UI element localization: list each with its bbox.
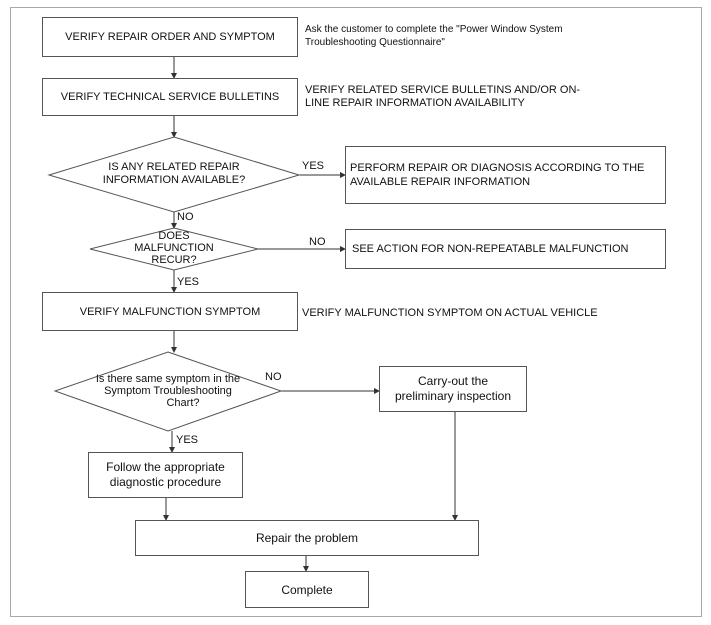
yes-label-symptom: YES — [176, 434, 199, 446]
repair-problem-text: Repair the problem — [255, 531, 359, 545]
questionnaire-note-1: Ask the customer to complete the "Power … — [305, 24, 563, 35]
repair-info-question: IS ANY RELATED REPAIR INFORMATION AVAILA… — [74, 161, 274, 187]
carry-out-text-2: preliminary inspection — [394, 389, 512, 403]
symptom-question-3: Chart? — [166, 397, 200, 409]
bulletins-note: VERIFY RELATED SERVICE BULLETINS AND/OR … — [305, 84, 580, 110]
no-label-symptom: NO — [265, 371, 282, 383]
decision-symptom-diamond — [53, 351, 283, 432]
yes-label-recur: YES — [177, 276, 200, 288]
questionnaire-note: Ask the customer to complete the "Power … — [305, 23, 563, 49]
repair-info-question-2: INFORMATION AVAILABLE? — [102, 174, 246, 186]
actual-vehicle-note-text: VERIFY MALFUNCTION SYMPTOM ON ACTUAL VEH… — [302, 307, 598, 319]
recur-question-2: MALFUNCTION — [134, 242, 214, 254]
symptom-question: Is there same symptom in the Symptom Tro… — [68, 373, 268, 409]
complete-text: Complete — [281, 582, 333, 597]
verify-malfunction-text: VERIFY MALFUNCTION SYMPTOM — [79, 305, 261, 318]
actual-vehicle-note: VERIFY MALFUNCTION SYMPTOM ON ACTUAL VEH… — [302, 307, 598, 320]
perform-repair-box: PERFORM REPAIR OR DIAGNOSIS ACCORDING TO… — [345, 146, 666, 204]
no-label-recur: NO — [309, 236, 326, 248]
yes-label-repair-info: YES — [302, 160, 325, 172]
verify-repair-order-box: VERIFY REPAIR ORDER AND SYMPTOM — [42, 17, 298, 57]
repair-info-question-1: IS ANY RELATED REPAIR — [108, 161, 240, 173]
complete-box: Complete — [245, 571, 369, 608]
perform-repair-text-1: PERFORM REPAIR OR DIAGNOSIS ACCORDING TO… — [350, 162, 645, 174]
perform-repair-text-2: AVAILABLE REPAIR INFORMATION — [350, 176, 531, 188]
bulletins-note-1: VERIFY RELATED SERVICE BULLETINS AND/OR … — [305, 84, 581, 96]
symptom-question-1: Is there same symptom in the — [95, 373, 241, 385]
no-label-repair-info: NO — [177, 211, 194, 223]
see-action-text: SEE ACTION FOR NON-REPEATABLE MALFUNCTIO… — [352, 243, 629, 255]
decision-repair-info-diamond — [47, 136, 301, 213]
recur-question-1: DOES — [158, 230, 190, 242]
preliminary-inspection-box: Carry-out the preliminary inspection — [379, 366, 527, 412]
follow-procedure-text-2: diagnostic procedure — [109, 475, 222, 489]
recur-question-3: RECUR? — [151, 254, 197, 266]
diagnostic-procedure-box: Follow the appropriate diagnostic proced… — [88, 452, 243, 498]
recur-question: DOES MALFUNCTION RECUR? — [114, 230, 234, 266]
carry-out-text-1: Carry-out the — [417, 374, 489, 388]
verify-malfunction-box: VERIFY MALFUNCTION SYMPTOM — [42, 292, 298, 331]
follow-procedure-text-1: Follow the appropriate — [106, 460, 225, 474]
questionnaire-note-2: Troubleshooting Questionnaire" — [305, 37, 445, 48]
decision-recur-diamond — [89, 227, 259, 271]
bulletins-note-2: LINE REPAIR INFORMATION AVAILABILITY — [305, 97, 525, 109]
verify-tsb-box: VERIFY TECHNICAL SERVICE BULLETINS — [42, 78, 298, 116]
see-action-box: SEE ACTION FOR NON-REPEATABLE MALFUNCTIO… — [345, 229, 666, 269]
verify-tsb-text: VERIFY TECHNICAL SERVICE BULLETINS — [60, 91, 280, 103]
verify-repair-order-text: VERIFY REPAIR ORDER AND SYMPTOM — [65, 31, 275, 43]
repair-problem-box: Repair the problem — [135, 520, 479, 556]
symptom-question-2: Symptom Troubleshooting — [104, 385, 232, 397]
